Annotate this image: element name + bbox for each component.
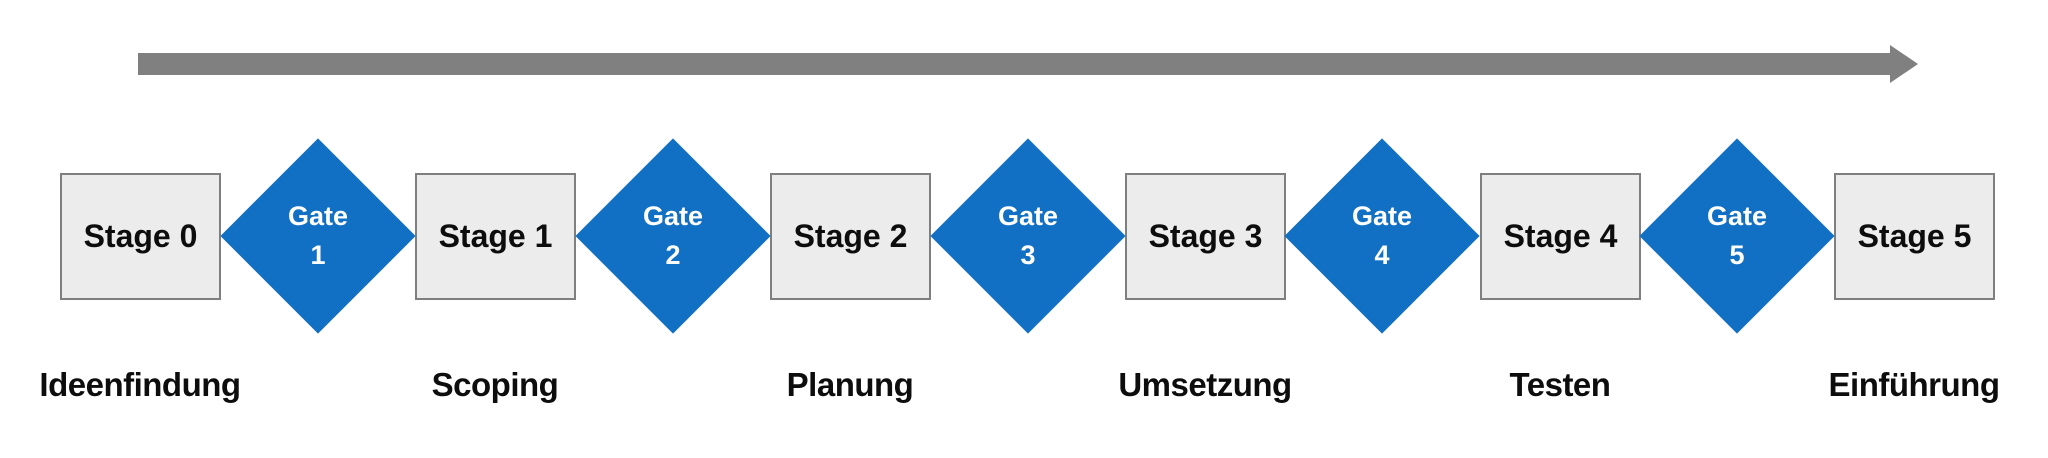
stage-label-1: Stage 1 — [438, 218, 553, 254]
gate-label-1-line1: Gate — [287, 200, 349, 231]
gate-label-5-line2: 5 — [1729, 240, 1745, 270]
stage-label-5: Stage 5 — [1857, 218, 1972, 254]
stage-label-4: Stage 4 — [1503, 218, 1618, 254]
gate-label-5: Gate 5 — [1667, 200, 1807, 272]
gate-label-1-line2: 1 — [310, 240, 326, 270]
phase-label-umsetzung: Umsetzung — [1118, 366, 1292, 403]
stage-box-1: Stage 1 — [415, 173, 576, 300]
process-arrow-bar — [138, 53, 1890, 75]
gate-label-2: Gate 2 — [603, 200, 743, 272]
phase-label-ideenfindung: Ideenfindung — [39, 366, 241, 403]
process-arrow-head-icon — [1890, 45, 1918, 83]
gate-label-1: Gate 1 — [248, 200, 388, 272]
stage-box-2: Stage 2 — [770, 173, 931, 300]
stage-label-2: Stage 2 — [793, 218, 908, 254]
gate-label-2-line1: Gate — [642, 200, 704, 231]
phase-label-einfuehrung: Einführung — [1828, 366, 2000, 403]
gate-label-5-line1: Gate — [1706, 200, 1768, 231]
stage-label-0: Stage 0 — [83, 218, 198, 254]
stage-box-4: Stage 4 — [1480, 173, 1641, 300]
gate-label-4-line1: Gate — [1351, 200, 1413, 231]
gate-label-2-line2: 2 — [665, 240, 681, 270]
gate-label-3-line2: 3 — [1020, 240, 1036, 270]
phase-label-scoping: Scoping — [431, 366, 559, 403]
stage-label-3: Stage 3 — [1148, 218, 1263, 254]
stage-box-3: Stage 3 — [1125, 173, 1286, 300]
gate-label-3-line1: Gate — [997, 200, 1059, 231]
phase-label-testen: Testen — [1509, 366, 1611, 403]
gate-label-4-line2: 4 — [1374, 240, 1390, 270]
stage-box-0: Stage 0 — [60, 173, 221, 300]
gate-label-3: Gate 3 — [958, 200, 1098, 272]
gate-label-4: Gate 4 — [1312, 200, 1452, 272]
phase-label-planung: Planung — [786, 366, 914, 403]
stage-box-5: Stage 5 — [1834, 173, 1995, 300]
